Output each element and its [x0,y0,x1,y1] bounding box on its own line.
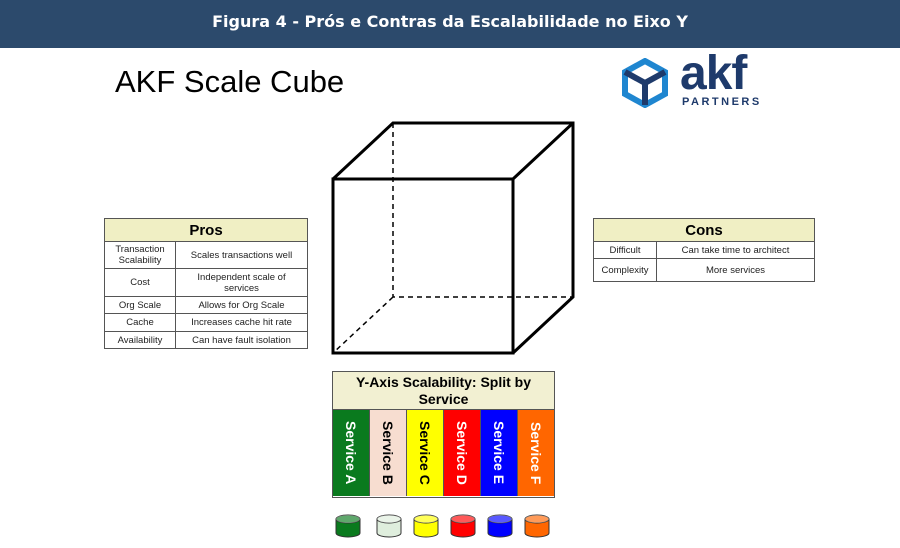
logo-subtext: PARTNERS [682,96,762,108]
figure-caption: Figura 4 - Prós e Contras da Escalabilid… [0,0,900,48]
value-cell: Independent scale of services [175,268,308,297]
value-cell: More services [656,258,815,282]
pros-header: Pros [104,218,308,242]
database-icon [524,514,550,538]
akf-logo: akf PARTNERS [620,47,759,113]
service-label: Service F [528,421,544,485]
label-cell: Availability [104,331,176,349]
y-axis-box: Y-Axis Scalability: Split by Service Ser… [332,371,555,498]
slide-title: AKF Scale Cube [115,64,345,99]
label-cell: Cache [104,313,176,332]
database-icon [450,514,476,538]
database-icon [335,514,361,538]
cube-logo-icon [622,57,668,109]
value-cell: Increases cache hit rate [175,313,308,332]
service-column: Service E [481,410,518,496]
y-axis-title: Y-Axis Scalability: Split by Service [333,372,554,410]
service-column: Service A [333,410,370,496]
service-label: Service B [380,421,396,485]
label-cell: Cost [104,268,176,297]
label-cell: Org Scale [104,296,176,314]
cons-header: Cons [593,218,815,242]
value-cell: Allows for Org Scale [175,296,308,314]
service-label: Service E [491,421,507,485]
database-icon [376,514,402,538]
label-cell: Transaction Scalability [104,241,176,269]
service-label: Service A [343,421,359,485]
value-cell: Can have fault isolation [175,331,308,349]
service-column: Service B [370,410,407,496]
value-cell: Can take time to architect [656,241,815,259]
service-label: Service D [454,421,470,485]
label-cell: Difficult [593,241,657,259]
service-label: Service C [417,421,433,485]
database-icon [413,514,439,538]
logo-text: akf [680,47,747,100]
service-column: Service F [518,410,554,496]
label-cell: Complexity [593,258,657,282]
service-column: Service C [407,410,444,496]
service-column: Service D [444,410,481,496]
value-cell: Scales transactions well [175,241,308,269]
database-icon [487,514,513,538]
